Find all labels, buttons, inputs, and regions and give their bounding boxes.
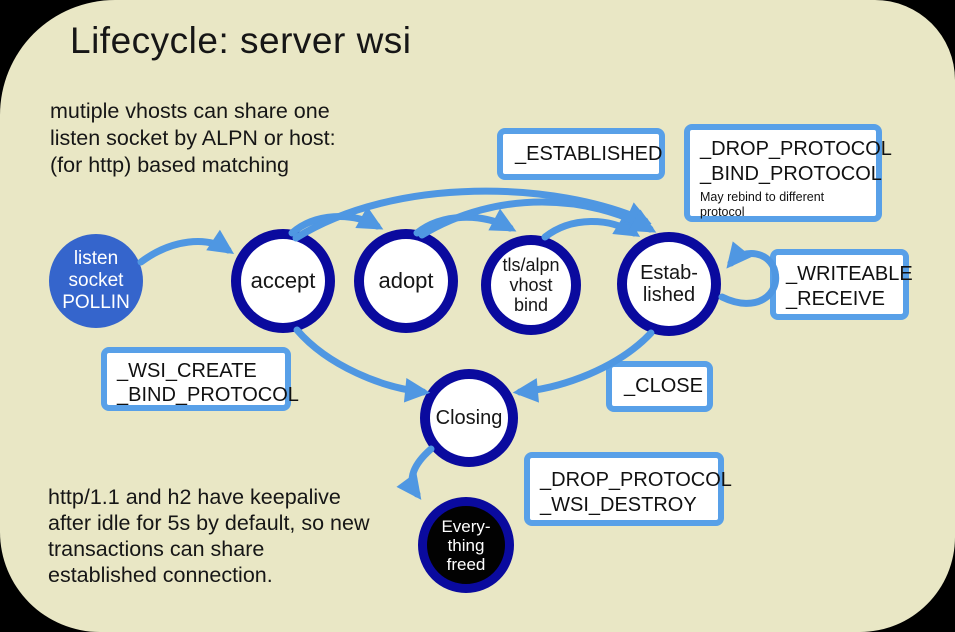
callout-text: _ESTABLISHED bbox=[515, 142, 663, 165]
node-label: adopt bbox=[378, 268, 434, 293]
node-label: freed bbox=[446, 554, 486, 574]
callout-established: _ESTABLISHED bbox=[497, 128, 665, 180]
state-adopt: adopt bbox=[354, 229, 458, 333]
callout-wsi-create-bind-protocol: _WSI_CREATE _BIND_PROTOCOL bbox=[101, 347, 299, 411]
state-closing: Closing bbox=[420, 369, 518, 467]
state-listen-socket-pollin: listen socket POLLIN bbox=[49, 234, 143, 328]
node-label: listen bbox=[73, 248, 119, 269]
node-label: Every- bbox=[441, 516, 491, 536]
callout-text: _WSI_CREATE bbox=[117, 360, 257, 382]
node-label: tls/alpn bbox=[502, 255, 560, 275]
callout-text: _BIND_PROTOCOL bbox=[117, 384, 299, 406]
arrow-accept-to-established bbox=[292, 187, 652, 242]
arrow-listen-to-accept bbox=[137, 229, 235, 266]
arrow-adopt-to-established bbox=[418, 198, 657, 239]
node-label: lished bbox=[642, 284, 696, 306]
callout-close: _CLOSE bbox=[606, 361, 713, 412]
node-label: vhost bbox=[509, 275, 553, 295]
note-keepalive: http/1.1 and h2 have keepalive after idl… bbox=[48, 484, 369, 588]
callout-writeable-receive: _WRITEABLE _RECEIVE bbox=[770, 249, 913, 320]
arrow-accept-to-adopt bbox=[288, 206, 384, 237]
note-line: after idle for 5s by default, so new bbox=[48, 511, 370, 535]
callout-subnote: May rebind to different protocol bbox=[700, 190, 825, 219]
node-label: POLLIN bbox=[62, 292, 130, 313]
node-label: bind bbox=[513, 295, 549, 315]
node-label: thing bbox=[447, 535, 485, 555]
arrow-established-self-loop bbox=[718, 241, 780, 307]
callout-text: _DROP_PROTOCOL bbox=[540, 469, 732, 491]
note-line: mutiple vhosts can share one bbox=[50, 99, 330, 123]
note-vhosts: mutiple vhosts can share one listen sock… bbox=[50, 98, 336, 179]
state-everything-freed: Every- thing freed bbox=[418, 497, 514, 593]
arrow-accept-to-closing bbox=[293, 326, 431, 403]
state-accept: accept bbox=[231, 229, 335, 333]
callout-drop-bind-protocol: _DROP_PROTOCOL _BIND_PROTOCOL May rebind… bbox=[684, 124, 892, 222]
state-established: Estab- lished bbox=[617, 232, 721, 336]
node-label: accept bbox=[250, 268, 316, 293]
note-line: established connection. bbox=[48, 563, 273, 587]
callout-drop-protocol-wsi-destroy: _DROP_PROTOCOL _WSI_DESTROY bbox=[524, 452, 732, 526]
note-line: http/1.1 and h2 have keepalive bbox=[48, 485, 341, 509]
arrow-tls-to-established bbox=[541, 213, 641, 241]
arrow-adopt-to-tls bbox=[413, 208, 517, 237]
note-line: listen socket by ALPN or host: bbox=[50, 126, 336, 150]
callout-text: _BIND_PROTOCOL bbox=[700, 163, 882, 185]
state-tls-alpn-vhost-bind: tls/alpn vhost bind bbox=[481, 235, 581, 335]
node-label: Closing bbox=[435, 406, 503, 429]
node-label: socket bbox=[68, 270, 124, 291]
callout-text: _DROP_PROTOCOL bbox=[700, 138, 892, 160]
note-line: transactions can share bbox=[48, 537, 265, 561]
page-title: Lifecycle: server wsi bbox=[70, 20, 412, 61]
node-label: Estab- bbox=[640, 262, 698, 284]
arrow-closing-to-freed bbox=[396, 445, 435, 500]
callout-text: _WRITEABLE bbox=[786, 263, 913, 285]
callout-text: _RECEIVE bbox=[786, 288, 885, 310]
callout-text: _WSI_DESTROY bbox=[540, 494, 697, 516]
callout-text: _CLOSE bbox=[624, 375, 703, 397]
note-line: (for http) based matching bbox=[50, 153, 290, 177]
